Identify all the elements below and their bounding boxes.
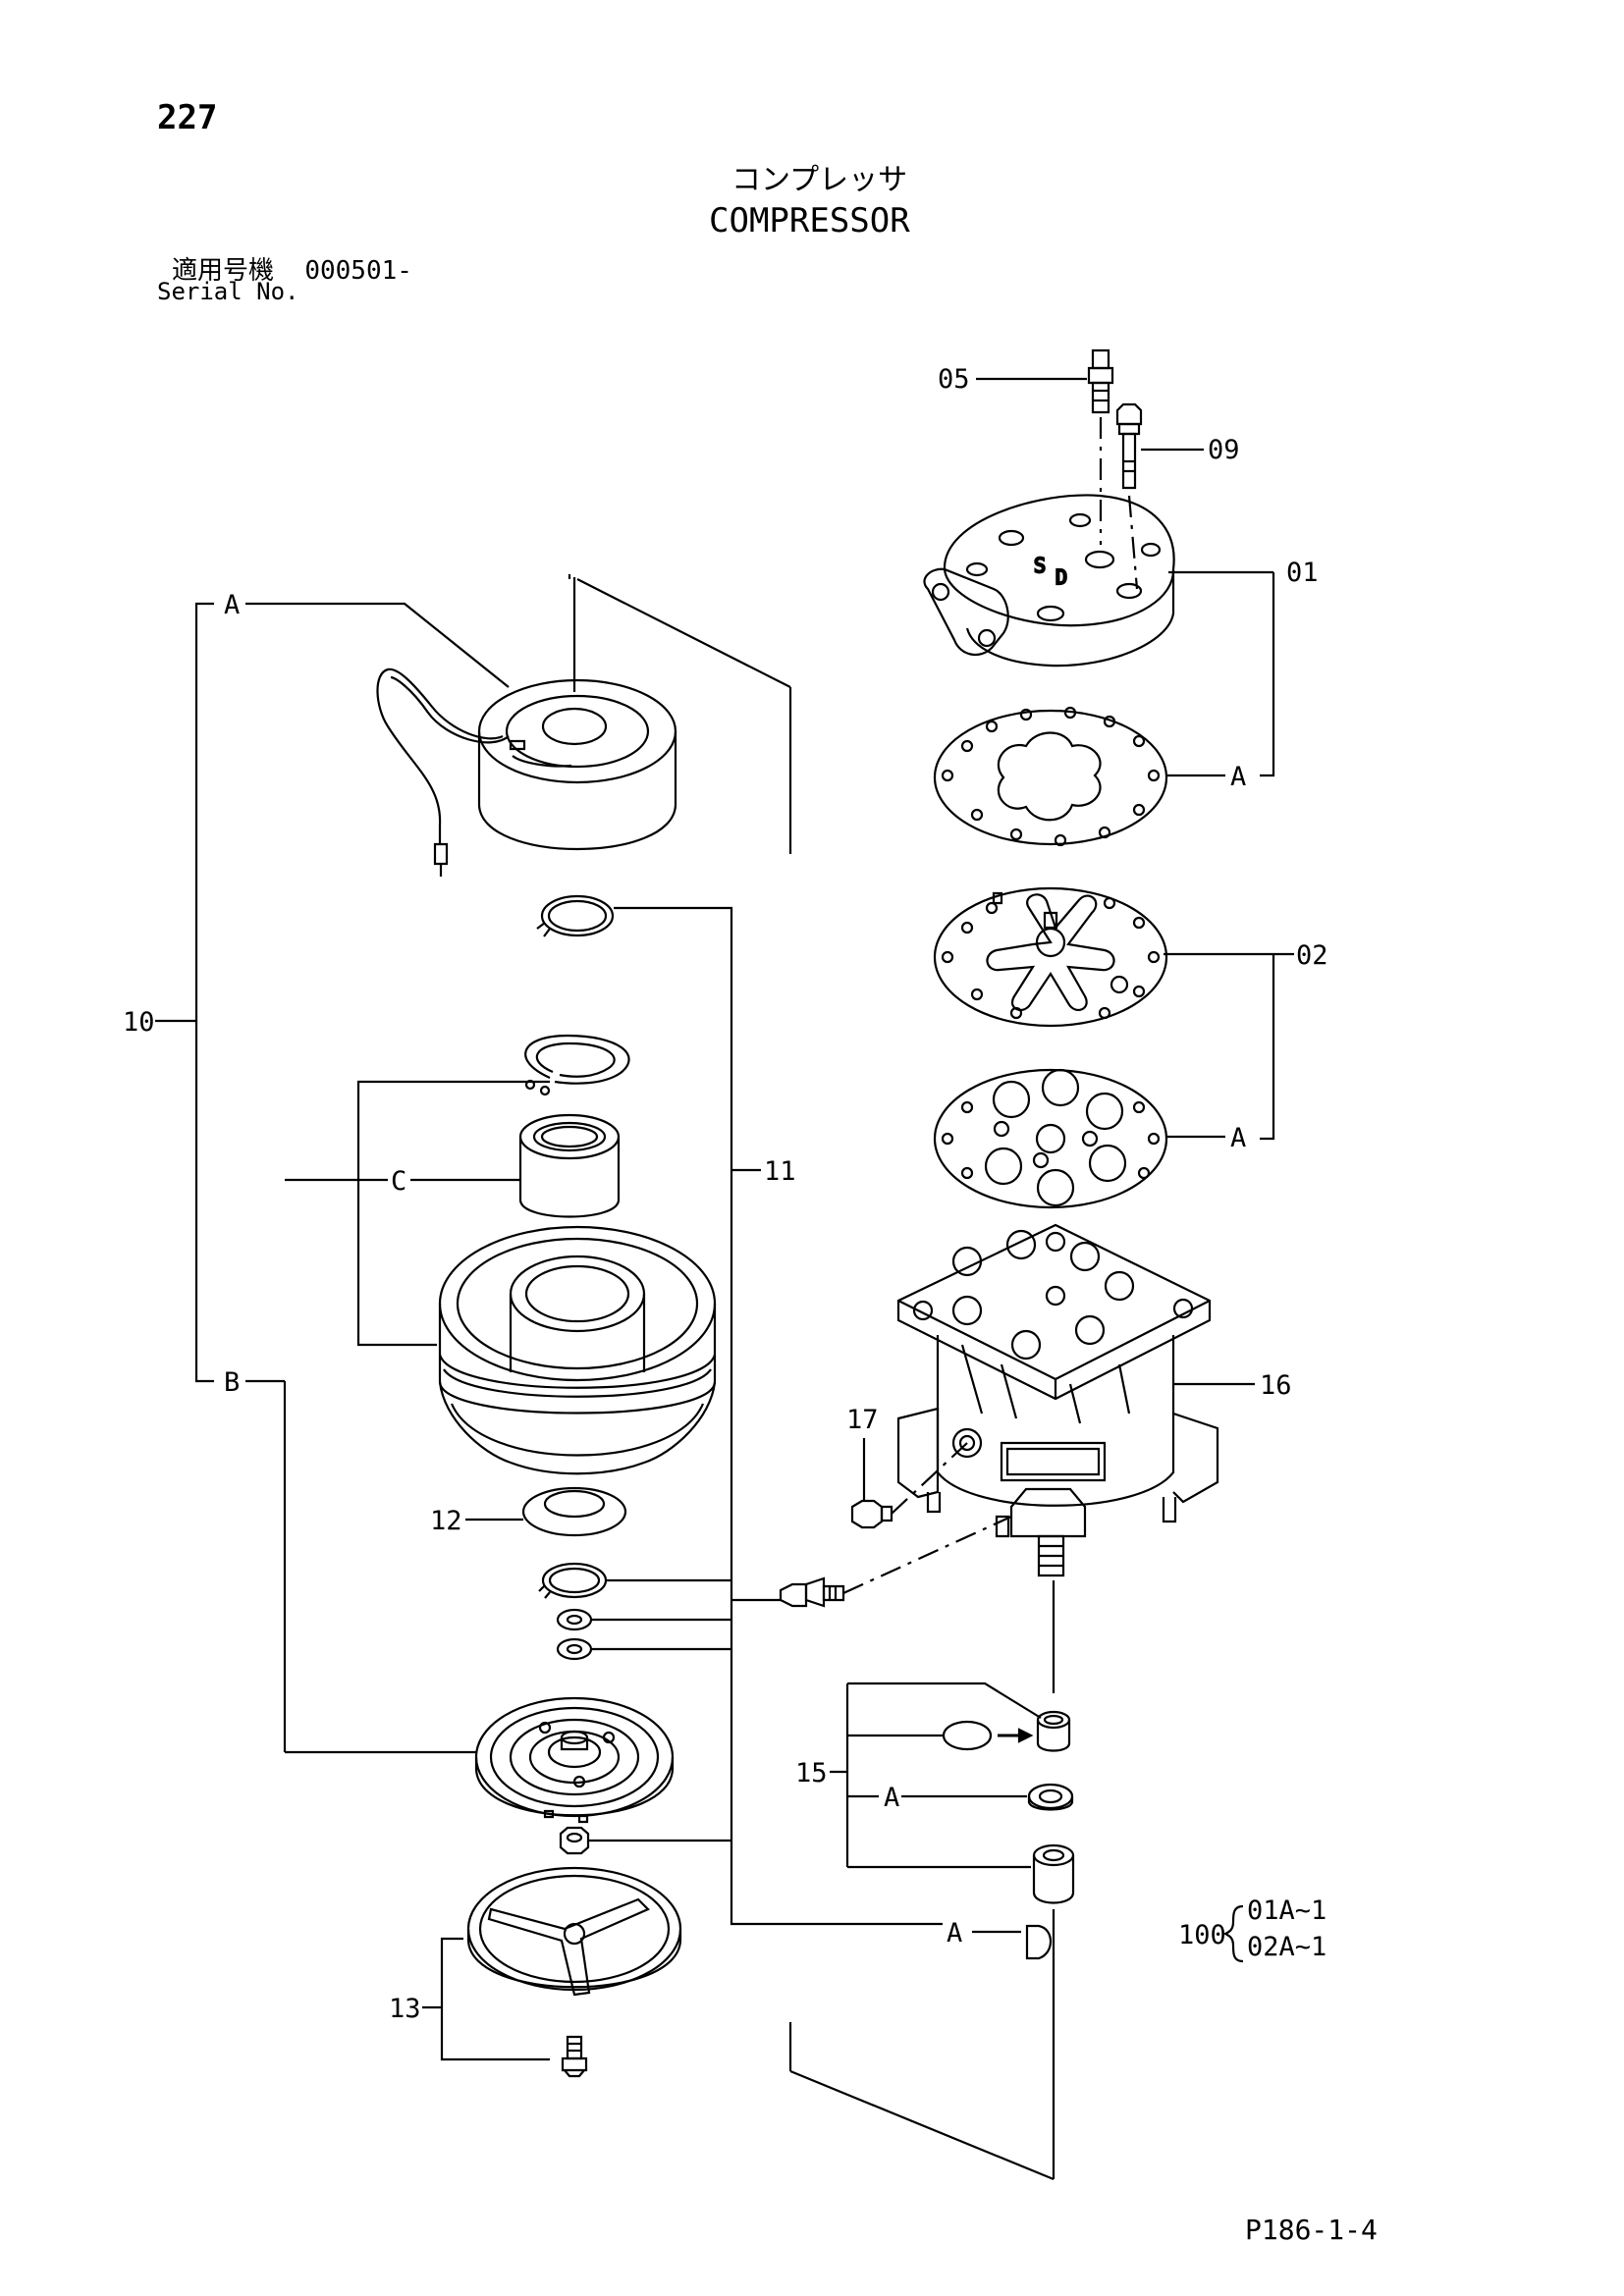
bracket-label-a-4: A	[947, 1918, 962, 1949]
part-snap-ring-c	[524, 1034, 630, 1096]
part-15-sleeve	[1036, 1710, 1071, 1752]
bracket-label-a-5: A	[224, 590, 240, 620]
part-15-arrow	[998, 1728, 1034, 1743]
part-05-fitting	[1087, 348, 1114, 414]
part-15-oring	[942, 1720, 993, 1751]
part-shaft-seal	[779, 1576, 845, 1608]
part-washer-upper	[556, 1608, 593, 1631]
part-bearing	[518, 1113, 621, 1218]
center-line-seal	[842, 1515, 1012, 1595]
bracket-13	[440, 1937, 550, 2061]
part-12-shim	[521, 1486, 627, 1537]
leader-c-group	[356, 1080, 550, 1347]
callout-16: 16	[1260, 1370, 1292, 1401]
callout-13: 13	[389, 1994, 421, 2024]
callout-01: 01	[1286, 558, 1319, 588]
callout-05: 05	[938, 364, 970, 395]
part-01-cylinder-head	[923, 494, 1175, 667]
brace-100	[1222, 1904, 1244, 1963]
part-pulley	[438, 1225, 717, 1475]
bracket-label-a-1: A	[1230, 762, 1246, 792]
callout-10: 10	[123, 1007, 155, 1038]
leader-15-top	[847, 1682, 1042, 1719]
center-line-17	[891, 1442, 968, 1515]
callout-100-variant-b: 02A~1	[1247, 1932, 1326, 1962]
center-line-09	[1127, 495, 1139, 590]
callout-02: 02	[1296, 940, 1328, 971]
bracket-label-a-3: A	[884, 1783, 899, 1813]
part-gasket-a-upper	[933, 706, 1168, 847]
part-field-coil	[376, 667, 677, 877]
diagram-code: P186-1-4	[1245, 2214, 1378, 2246]
bracket-01	[1260, 572, 1275, 777]
outline-line-upper	[576, 578, 791, 688]
callout-09: 09	[1208, 435, 1240, 465]
head-marking-s: S	[1034, 554, 1046, 577]
serial-label-japanese: 適用号機 000501-	[172, 250, 412, 287]
part-nut	[559, 1826, 590, 1855]
callout-17: 17	[846, 1405, 879, 1435]
part-15-washer	[1027, 1783, 1074, 1811]
part-snap-ring-upper	[536, 894, 615, 937]
part-washer-lower	[556, 1637, 593, 1661]
callout-11: 11	[764, 1156, 796, 1187]
page-number: 227	[157, 98, 218, 137]
part-09-bolt	[1115, 402, 1143, 490]
leader-a-coil	[245, 602, 510, 688]
bracket-11	[614, 906, 943, 1926]
outline-line-lower	[789, 2069, 1055, 2181]
callout-100-variant-a: 01A~1	[1247, 1896, 1326, 1926]
part-snap-ring-small	[538, 1562, 608, 1599]
part-key	[1025, 1924, 1053, 1960]
part-17-plug	[850, 1499, 893, 1529]
bracket-label-a-2: A	[1230, 1123, 1246, 1153]
bracket-10	[194, 602, 214, 1383]
serial-label-english: Serial No.	[157, 278, 299, 305]
part-02-valve-plate	[933, 886, 1168, 1028]
callout-15: 15	[795, 1758, 828, 1789]
head-marking-d: D	[1056, 565, 1067, 589]
bracket-label-c: C	[391, 1166, 406, 1197]
serial-label-jp-text: 適用号機	[172, 256, 275, 286]
callout-12: 12	[430, 1506, 462, 1536]
title-japanese: コンプレッサ	[731, 163, 908, 197]
bracket-label-b: B	[224, 1367, 240, 1398]
part-gasket-a-lower	[933, 1068, 1168, 1209]
title-english: COMPRESSOR	[709, 201, 910, 240]
callout-100: 100	[1178, 1920, 1226, 1950]
bracket-02	[1260, 954, 1275, 1141]
part-13-bolt	[561, 2035, 588, 2078]
part-16-compressor-body	[896, 1223, 1219, 1577]
part-armature-plate	[474, 1696, 675, 1824]
part-13-cover	[466, 1866, 682, 1997]
part-15-bushing	[1032, 1843, 1075, 1904]
serial-value: 000501-	[304, 256, 412, 286]
